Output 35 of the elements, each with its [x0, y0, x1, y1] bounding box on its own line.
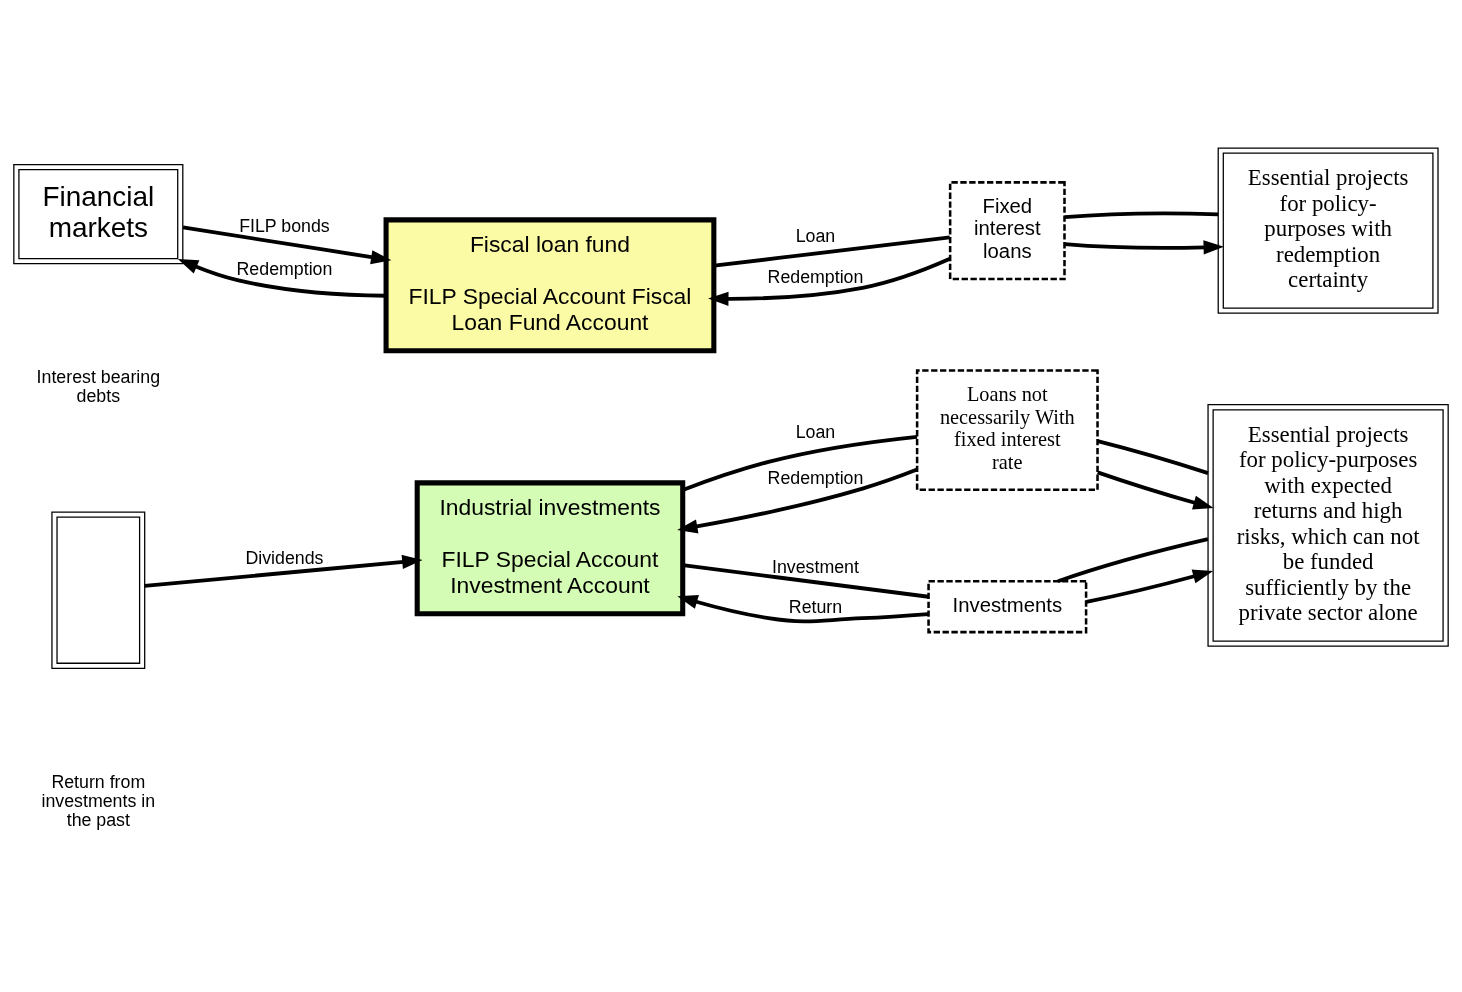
- node-box: Industrial investments FILP Special Account Investment Account: [414, 479, 686, 616]
- arrow: [1086, 569, 1214, 604]
- edge-label: Dividends: [245, 547, 324, 568]
- edge-label: Redemption: [767, 467, 864, 488]
- arrow: [708, 256, 951, 306]
- node-box: Essential projects for policy-purposes with redemption certainty: [1217, 146, 1439, 314]
- arrow: [677, 594, 929, 623]
- edge-label: Return: [788, 596, 843, 617]
- connector: [1057, 536, 1209, 583]
- arrow: [677, 467, 918, 533]
- connector: [713, 235, 950, 268]
- edge-label: Investment: [772, 556, 859, 577]
- arrow: [144, 554, 423, 588]
- node-box: Financial markets: [13, 163, 184, 264]
- connector: [682, 562, 929, 599]
- edge-label: Redemption: [767, 266, 864, 287]
- node-box: Essential projects for policy-purposes with expected returns and high risks, which can not be funded sufficiently by the private sector alone: [1207, 403, 1449, 647]
- edge-label: FILP bonds: [239, 215, 330, 236]
- node-box: Loans not necessarily With fixed interest rate: [915, 368, 1099, 491]
- edge-label: Loan: [795, 421, 836, 442]
- node-box: Investments: [927, 579, 1088, 633]
- arrow: [1064, 239, 1224, 255]
- connector: [1064, 211, 1219, 219]
- label: Return from investments in the past: [41, 771, 156, 830]
- edge-label: Redemption: [236, 258, 333, 279]
- edge-label: Loan: [795, 225, 836, 246]
- node-box: [51, 510, 146, 669]
- node-box: Fiscal loan fund FILP Special Account Fiscal Loan Fund Account: [383, 216, 717, 353]
- connector: [1097, 438, 1209, 475]
- arrow: [177, 258, 386, 298]
- connector: [682, 434, 918, 492]
- label: Interest bearing debts: [36, 366, 161, 406]
- arrow: [1097, 470, 1214, 509]
- arrow: [182, 224, 392, 264]
- node-box: Fixed interest loans: [948, 180, 1066, 280]
